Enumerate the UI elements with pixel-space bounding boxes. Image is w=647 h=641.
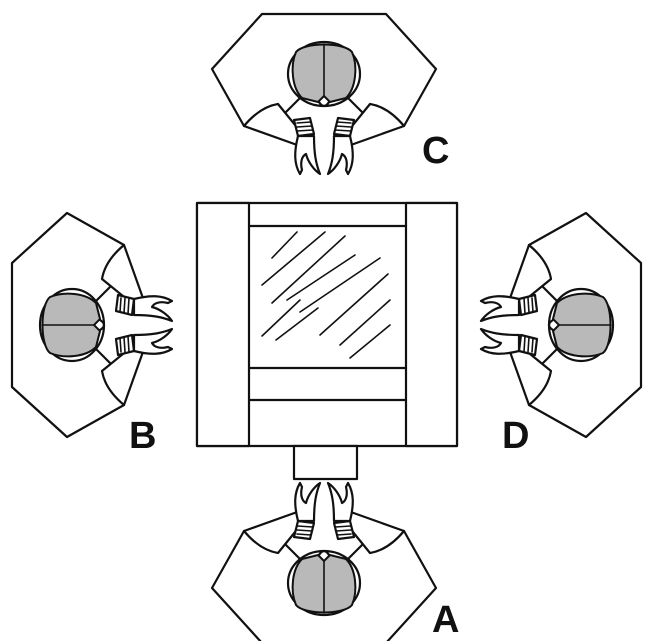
label-c: C — [422, 130, 449, 172]
label-b: B — [129, 415, 156, 457]
table — [195, 201, 459, 448]
label-d: D — [502, 415, 529, 457]
person-a — [210, 481, 438, 641]
table-left-panel — [195, 201, 251, 448]
label-a: A — [432, 599, 459, 641]
keyboard-tray — [292, 444, 359, 481]
table-right-panel — [404, 201, 459, 448]
glass-reflection — [261, 231, 391, 359]
person-b — [10, 211, 174, 439]
person-c — [210, 12, 438, 176]
person-d — [479, 211, 643, 439]
